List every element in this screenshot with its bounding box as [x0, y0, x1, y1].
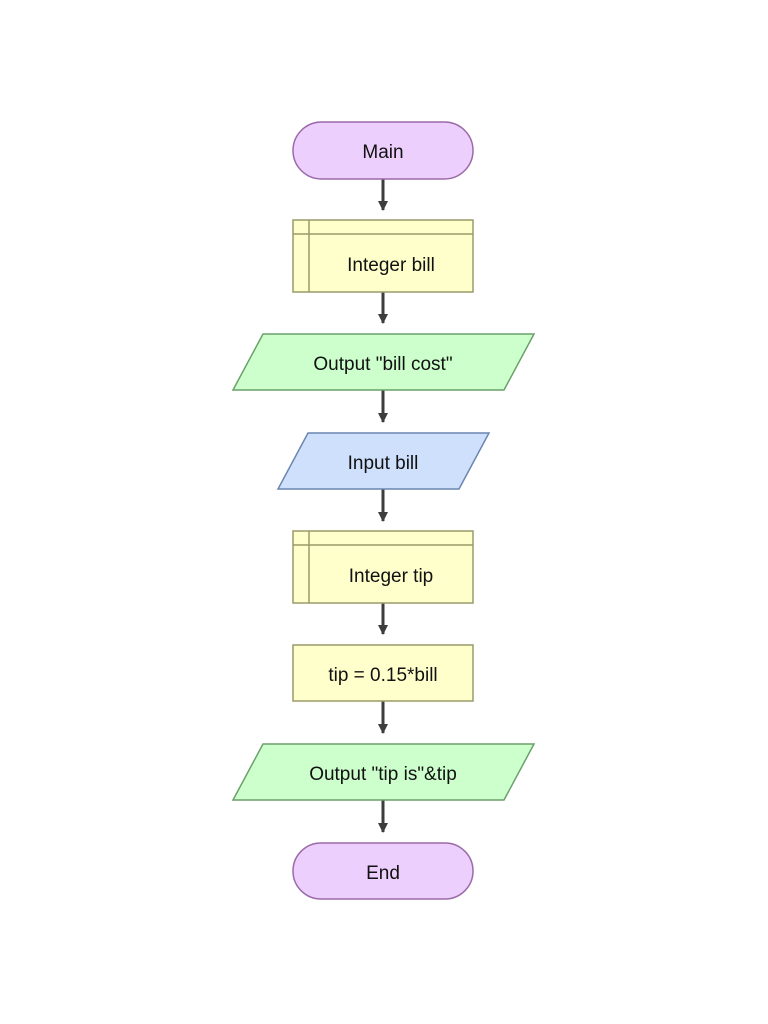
- output-tip-box: Output "tip is"&tip: [231, 743, 536, 801]
- input-bill-shape: [276, 432, 491, 490]
- output-tip-label: Output "tip is"&tip: [309, 764, 457, 785]
- end-terminal-shape: [292, 842, 474, 900]
- output-tip-shape: [231, 743, 536, 801]
- declare-bill-box: Integer bill: [292, 219, 474, 293]
- declare-tip-label: Integer tip: [349, 566, 434, 587]
- start-terminal: Main: [292, 121, 474, 180]
- input-bill-label: Input bill: [348, 453, 419, 474]
- end-terminal-label: End: [366, 863, 400, 884]
- output-bill-cost-label: Output "bill cost": [313, 354, 452, 375]
- output-bill-cost-shape: [231, 333, 536, 391]
- start-terminal-label: Main: [362, 142, 403, 163]
- declare-bill-label: Integer bill: [347, 255, 435, 276]
- assign-tip-box: tip = 0.15*bill: [292, 644, 474, 702]
- end-terminal: End: [292, 842, 474, 900]
- assign-tip-label: tip = 0.15*bill: [328, 665, 437, 686]
- declare-tip-box: Integer tip: [292, 530, 474, 604]
- assign-tip-shape: [292, 644, 474, 702]
- output-bill-cost-box: Output "bill cost": [231, 333, 536, 391]
- input-bill-box: Input bill: [276, 432, 491, 490]
- declare-tip-shape: [292, 530, 474, 604]
- start-terminal-shape: [292, 121, 474, 180]
- declare-bill-shape: [292, 219, 474, 293]
